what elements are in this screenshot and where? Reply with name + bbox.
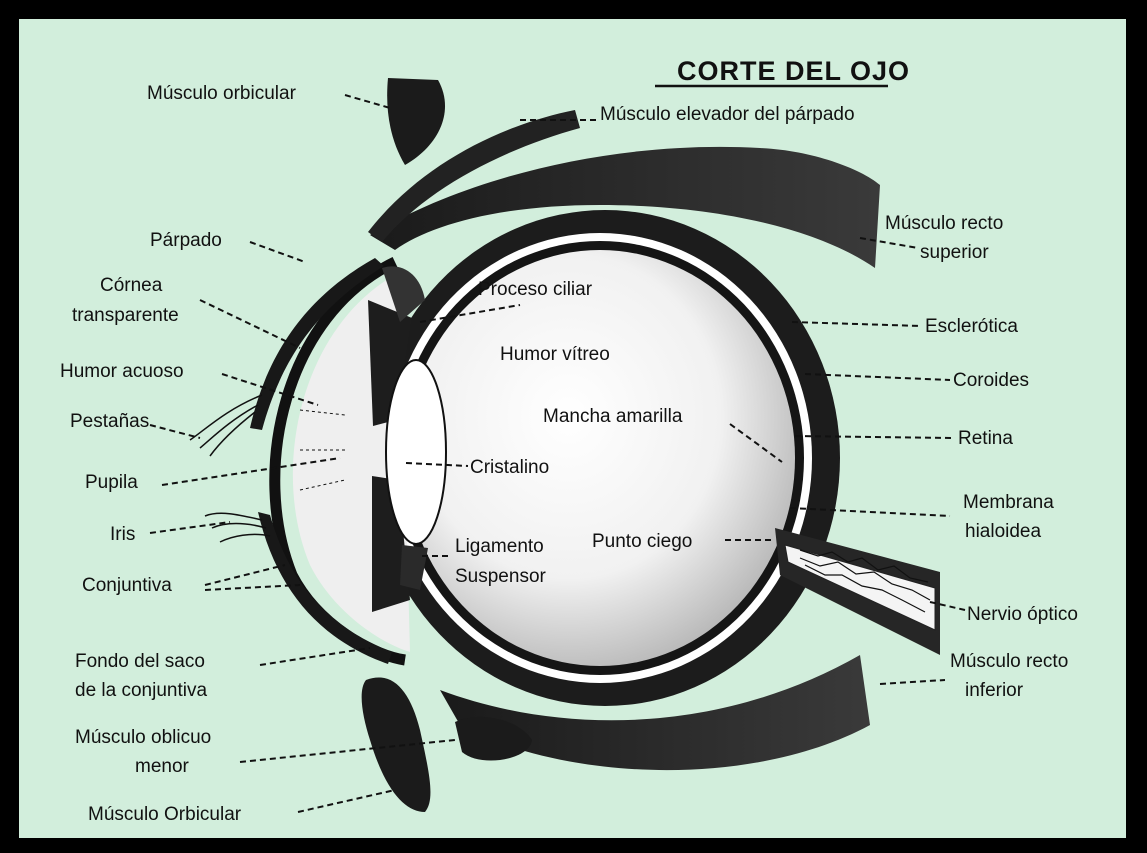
leader-iris <box>150 522 230 533</box>
label-nervio-optico: Nervio óptico <box>967 604 1078 625</box>
label-ligamento-2: Suspensor <box>455 566 547 587</box>
label-musculo-oblicuo-1: Músculo oblicuo <box>75 727 211 748</box>
label-pupila: Pupila <box>85 472 138 493</box>
orbicular-muscle-top <box>387 78 445 165</box>
label-mancha-amarilla: Mancha amarilla <box>543 406 683 427</box>
vitreous-humor <box>405 250 795 666</box>
label-membrana-1: Membrana <box>963 492 1054 513</box>
label-pestanas: Pestañas <box>70 411 149 432</box>
label-recto-superior-1: Músculo recto <box>885 213 1003 234</box>
label-ligamento-1: Ligamento <box>455 536 544 557</box>
label-fondo-saco-1: Fondo del saco <box>75 651 205 672</box>
label-cornea-1: Córnea <box>100 275 163 296</box>
label-musculo-orbicular-top: Músculo orbicular <box>147 83 297 104</box>
label-esclerotica: Esclerótica <box>925 316 1018 337</box>
label-conjuntiva: Conjuntiva <box>82 575 172 596</box>
label-musculo-orbicular-bottom: Músculo Orbicular <box>88 804 242 825</box>
label-punto-ciego: Punto ciego <box>592 531 692 552</box>
label-recto-inferior-2: inferior <box>965 680 1024 701</box>
label-coroides: Coroides <box>953 370 1029 391</box>
label-musculo-elevador: Músculo elevador del párpado <box>600 104 855 125</box>
label-fondo-saco-2: de la conjuntiva <box>75 680 207 701</box>
leader-musculo-orbicular-bottom <box>298 790 395 812</box>
orbicular-muscle-bottom <box>362 677 431 812</box>
label-proceso-ciliar: Proceso ciliar <box>478 279 593 300</box>
label-iris: Iris <box>110 524 135 545</box>
label-humor-acuoso: Humor acuoso <box>60 361 184 382</box>
label-humor-vitreo: Humor vítreo <box>500 344 610 365</box>
label-recto-inferior-1: Músculo recto <box>950 651 1068 672</box>
leader-conjuntiva-2 <box>205 585 300 590</box>
label-cornea-2: transparente <box>72 305 179 326</box>
label-membrana-2: hialoidea <box>965 521 1041 542</box>
leader-esclerotica <box>792 322 920 326</box>
lens-cristalino <box>386 360 446 544</box>
leader-recto-inferior <box>880 680 945 684</box>
label-parpado: Párpado <box>150 230 222 251</box>
leader-conjuntiva-1 <box>205 565 285 585</box>
label-recto-superior-2: superior <box>920 242 989 263</box>
leader-musculo-orbicular-top <box>345 95 390 108</box>
leader-cornea <box>200 300 300 348</box>
label-cristalino: Cristalino <box>470 457 549 478</box>
diagram-title: CORTE DEL OJO <box>677 56 910 86</box>
leader-fondo-saco <box>260 648 370 665</box>
label-musculo-oblicuo-2: menor <box>135 756 190 777</box>
leader-parpado <box>250 242 305 262</box>
leader-pestanas <box>150 425 200 438</box>
label-retina: Retina <box>958 428 1013 449</box>
